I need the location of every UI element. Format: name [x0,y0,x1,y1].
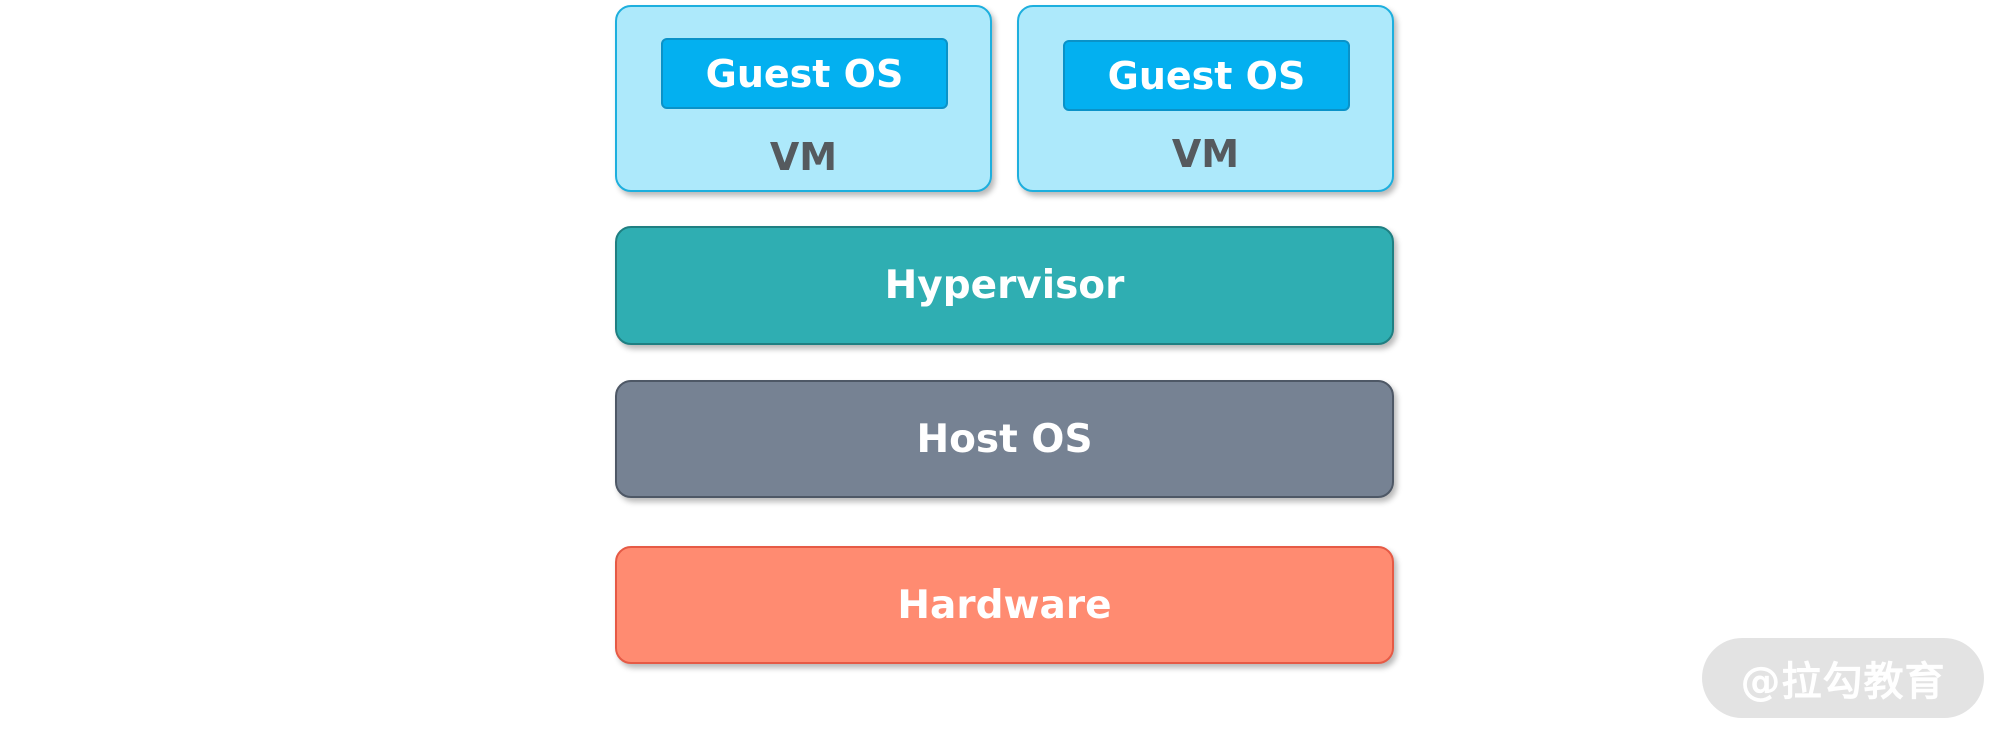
guest-os-2: Guest OS [1063,40,1350,111]
vm-label-1: VM [769,135,838,179]
host-os-layer: Host OS [615,380,1394,498]
watermark-badge: @拉勾教育 [1702,638,1984,718]
guest-os-1: Guest OS [661,38,948,109]
vm-box-2: Guest OS VM [1017,5,1394,192]
hardware-label: Hardware [897,582,1112,628]
hypervisor-label: Hypervisor [884,263,1125,308]
hardware-layer: Hardware [615,546,1394,664]
host-os-label: Host OS [916,416,1093,462]
vm-box-1: Guest OS VM [615,5,992,192]
hypervisor-layer: Hypervisor [615,226,1394,345]
vm-label-2: VM [1171,132,1240,176]
